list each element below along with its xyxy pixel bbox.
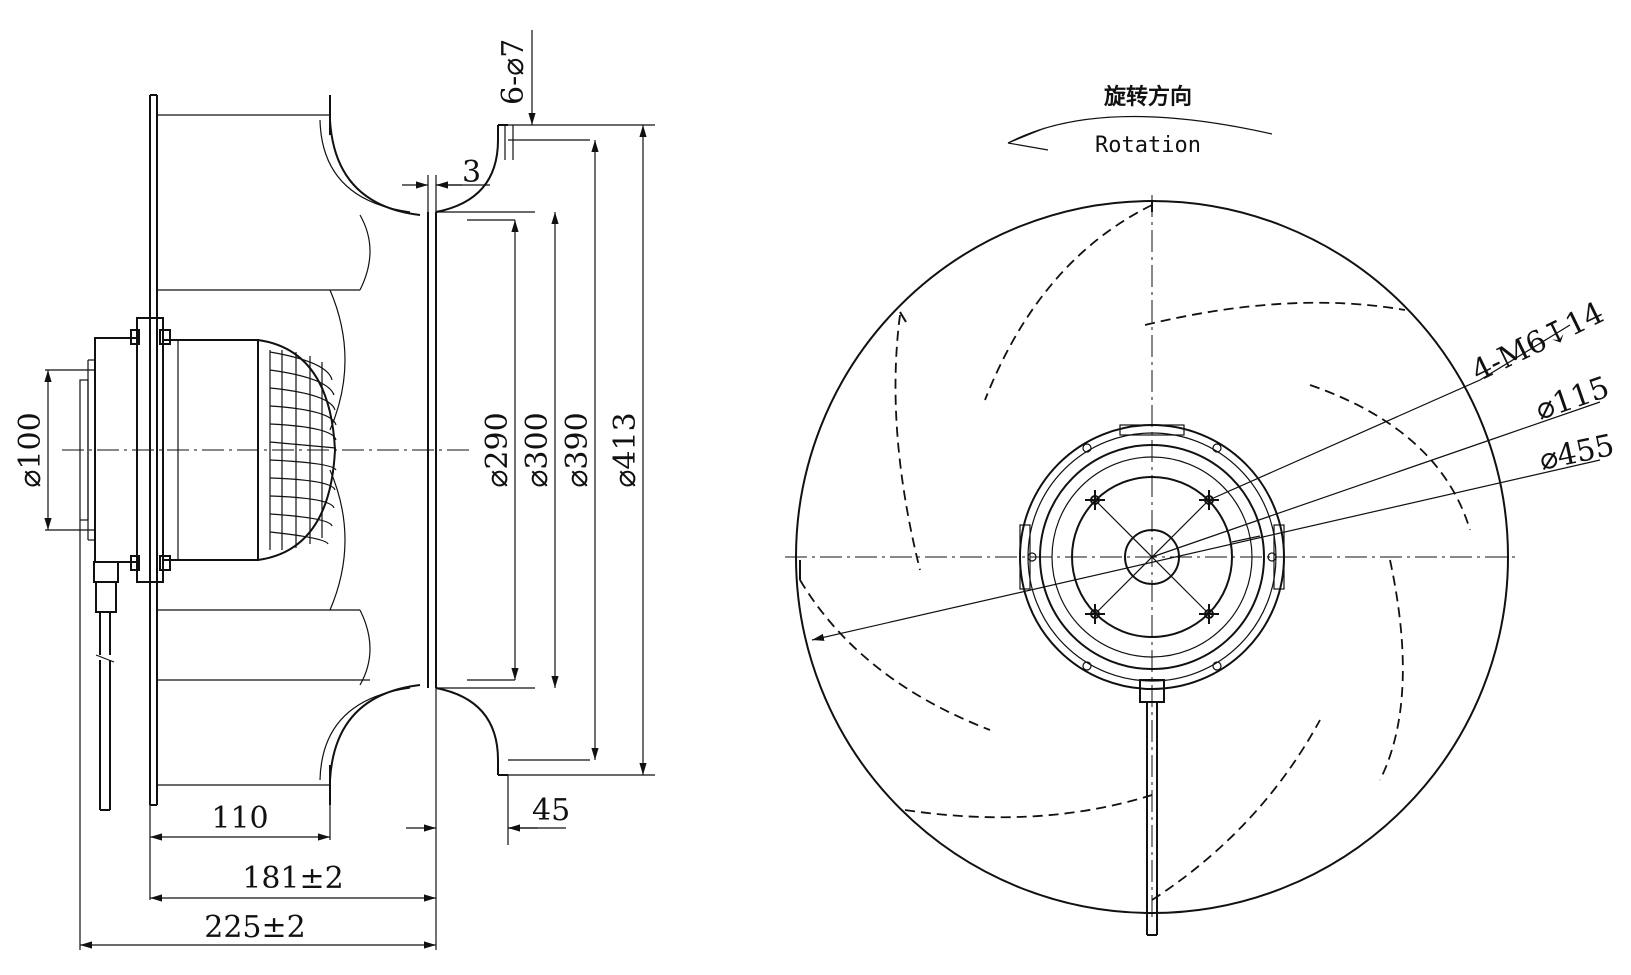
hidden-blades [799, 204, 1471, 901]
d455-callout: ⌀455 [1536, 428, 1617, 478]
d100-dim-label: ⌀100 [13, 412, 48, 487]
front-view: 旋转方向 Rotation [785, 84, 1617, 936]
d290-dim-label: ⌀290 [480, 412, 515, 487]
d115-callout: ⌀115 [1531, 370, 1614, 428]
d300-dim-label: ⌀300 [520, 412, 555, 487]
side-view: 6-⌀7 3 ⌀290 ⌀300 ⌀390 ⌀413 ⌀100 110 181±… [13, 30, 655, 950]
len45-dim-label: 45 [532, 793, 570, 828]
len181-dim-label: 181±2 [242, 861, 343, 896]
d413-dim-label: ⌀413 [608, 412, 643, 487]
rotation-label-en: Rotation [1095, 133, 1201, 158]
rotation-label-cn: 旋转方向 [1104, 84, 1192, 110]
len225-dim-label: 225±2 [204, 910, 305, 945]
len110-dim-label: 110 [211, 801, 268, 836]
d390-dim-label: ⌀390 [560, 412, 595, 487]
gap-dim-label: 3 [462, 155, 481, 190]
holes-dim-label: 6-⌀7 [496, 39, 531, 105]
